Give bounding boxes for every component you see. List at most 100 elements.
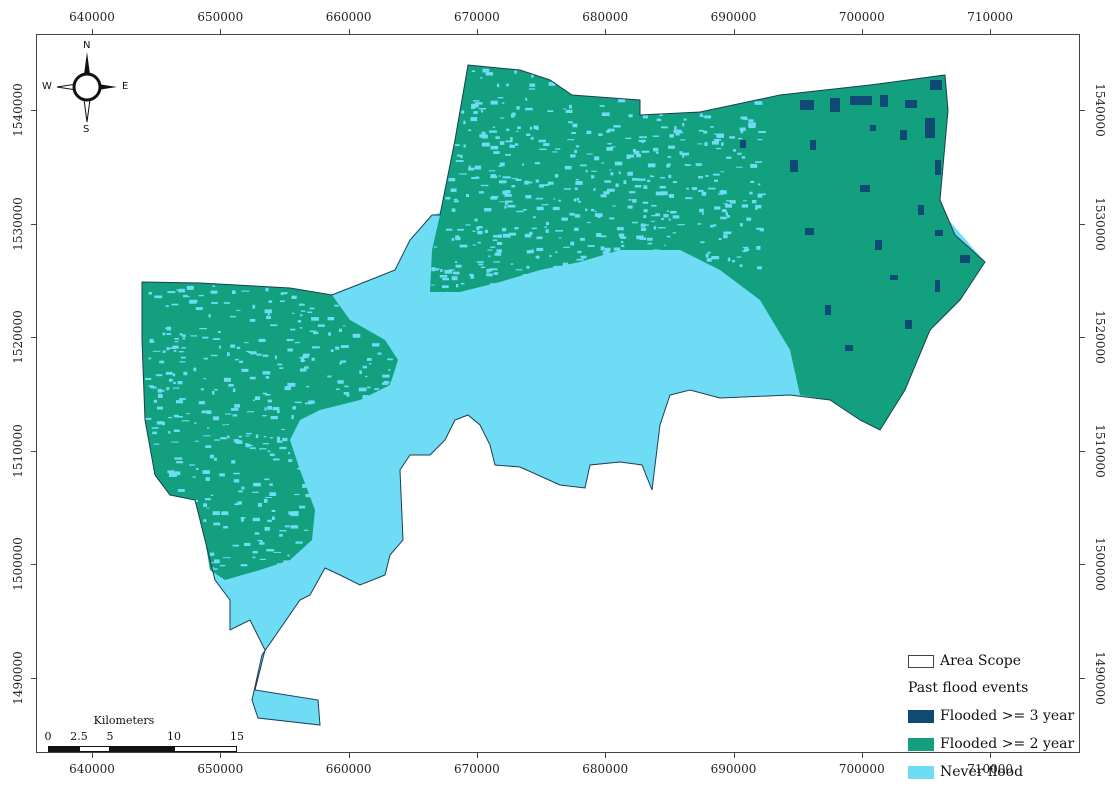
mixed-cover-speck <box>249 351 257 355</box>
mixed-cover-speck <box>290 525 299 529</box>
mixed-cover-speck <box>209 552 215 556</box>
mixed-cover-speck <box>192 476 196 478</box>
flooded-3yr-patch <box>930 80 942 90</box>
mixed-cover-speck <box>271 510 276 512</box>
mixed-cover-speck <box>157 388 162 393</box>
mixed-cover-speck <box>272 407 280 411</box>
mixed-cover-speck <box>514 227 519 230</box>
mixed-cover-speck <box>602 251 610 255</box>
mixed-cover-speck <box>517 126 521 130</box>
legend-item: Never flood <box>908 764 1023 780</box>
mixed-cover-speck <box>455 235 460 239</box>
mixed-cover-speck <box>154 295 163 299</box>
mixed-cover-speck <box>739 127 746 131</box>
mixed-cover-speck <box>177 381 183 385</box>
mixed-cover-speck <box>267 450 271 453</box>
mixed-cover-speck <box>463 120 466 125</box>
mixed-cover-speck <box>721 189 724 193</box>
flooded-3yr-patch <box>900 130 907 140</box>
mixed-cover-speck <box>459 173 467 175</box>
mixed-cover-speck <box>672 181 678 184</box>
mixed-cover-speck <box>612 205 617 207</box>
mixed-cover-speck <box>682 154 685 158</box>
mixed-cover-speck <box>249 318 256 322</box>
scale-segment <box>174 746 237 752</box>
mixed-cover-speck <box>454 261 458 263</box>
mixed-cover-speck <box>277 363 283 366</box>
mixed-cover-speck <box>172 373 176 377</box>
mixed-cover-speck <box>580 164 587 167</box>
flooded-3yr-patches <box>740 80 970 351</box>
mixed-cover-speck <box>181 347 186 349</box>
mixed-cover-speck <box>245 432 252 435</box>
legend-item-label: Never flood <box>940 764 1024 780</box>
mixed-cover-speck <box>549 255 552 257</box>
mixed-cover-speck <box>591 175 595 179</box>
mixed-cover-speck <box>529 83 536 87</box>
mixed-cover-speck <box>553 198 556 200</box>
mixed-cover-speck <box>756 227 763 230</box>
mixed-cover-speck <box>577 250 582 254</box>
mixed-cover-speck <box>234 503 240 506</box>
mixed-cover-speck <box>267 312 270 315</box>
mixed-cover-speck <box>451 238 455 241</box>
mixed-cover-speck <box>610 146 616 148</box>
mixed-cover-speck <box>198 294 204 297</box>
mixed-cover-speck <box>255 434 259 438</box>
y-tick-label: 1530000 <box>1093 196 1107 251</box>
mixed-cover-speck <box>569 212 575 216</box>
mixed-cover-speck <box>600 194 607 198</box>
mixed-cover-speck <box>189 464 195 466</box>
mixed-cover-speck <box>211 567 214 570</box>
mixed-cover-speck <box>480 266 485 268</box>
mixed-cover-speck <box>495 136 500 139</box>
mixed-cover-speck <box>306 385 310 388</box>
mixed-cover-speck <box>647 163 656 168</box>
mixed-cover-speck <box>263 436 267 438</box>
mixed-cover-speck <box>475 165 482 170</box>
mixed-cover-speck <box>195 440 199 442</box>
mixed-cover-speck <box>530 137 534 140</box>
mixed-cover-speck <box>266 549 275 552</box>
mixed-cover-speck <box>174 471 181 476</box>
mixed-cover-speck <box>227 435 230 439</box>
mixed-cover-speck <box>169 378 173 382</box>
mixed-cover-speck <box>172 345 179 349</box>
mixed-cover-speck <box>477 241 481 244</box>
mixed-cover-speck <box>339 362 342 365</box>
tick-mark <box>31 677 36 679</box>
mixed-cover-speck <box>574 214 581 218</box>
flooded-3yr-patch <box>918 205 924 215</box>
mixed-cover-speck <box>535 197 544 200</box>
mixed-cover-speck <box>576 197 580 201</box>
x-tick-label: 710000 <box>967 10 1013 24</box>
mixed-cover-speck <box>545 221 549 226</box>
mixed-cover-speck <box>562 262 569 267</box>
mixed-cover-speck <box>206 410 212 414</box>
flooded-3yr-patch <box>845 345 853 351</box>
mixed-cover-speck <box>522 274 527 278</box>
mixed-cover-speck <box>235 358 239 361</box>
mixed-cover-speck <box>541 204 549 206</box>
y-tick-label: 1540000 <box>1093 83 1107 137</box>
mixed-cover-speck <box>707 251 711 254</box>
tick-mark <box>990 29 992 34</box>
mixed-cover-speck <box>334 304 339 307</box>
mixed-cover-speck <box>599 105 605 107</box>
mixed-cover-speck <box>503 233 511 238</box>
flooded-3yr-patch <box>825 305 831 315</box>
mixed-cover-speck <box>568 121 573 124</box>
mixed-cover-speck <box>335 346 340 350</box>
mixed-cover-speck <box>173 387 180 389</box>
mixed-cover-speck <box>247 351 252 353</box>
mixed-cover-speck <box>555 230 564 232</box>
mixed-cover-speck <box>539 184 544 188</box>
mixed-cover-speck <box>168 431 171 434</box>
mixed-cover-speck <box>534 162 540 165</box>
y-tick-label: 1510000 <box>1093 423 1107 478</box>
mixed-cover-speck <box>638 139 646 142</box>
mixed-cover-speck <box>439 275 448 278</box>
mixed-cover-speck <box>291 415 294 420</box>
mixed-cover-speck <box>499 201 505 203</box>
mixed-cover-speck <box>456 154 462 157</box>
